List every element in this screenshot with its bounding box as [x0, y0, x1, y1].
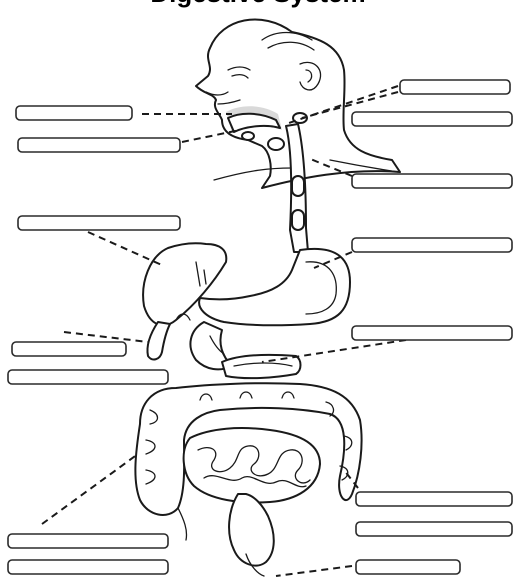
pancreas-illustration: [222, 355, 301, 378]
small-intestine-illustration: [184, 428, 320, 502]
blank-label-box-4[interactable]: [352, 112, 512, 126]
blank-label-box-2[interactable]: [18, 138, 180, 152]
blank-label-box-14[interactable]: [8, 560, 168, 574]
blank-label-box-8[interactable]: [12, 342, 126, 356]
blank-label-box-10[interactable]: [352, 326, 512, 340]
rectum-illustration: [229, 494, 274, 576]
blank-label-box-6[interactable]: [18, 216, 180, 230]
blank-label-box-11[interactable]: [356, 492, 512, 506]
blank-label-box-9[interactable]: [8, 370, 168, 384]
blank-label-box-15[interactable]: [356, 560, 460, 574]
blank-label-box-12[interactable]: [356, 522, 512, 536]
diagram-title: Digestive System: [150, 0, 365, 8]
blank-label-box-5[interactable]: [352, 174, 512, 188]
blank-label-box-7[interactable]: [352, 238, 512, 252]
blank-label-box-1[interactable]: [16, 106, 132, 120]
blank-label-box-13[interactable]: [8, 534, 168, 548]
blank-label-box-3[interactable]: [400, 80, 510, 94]
